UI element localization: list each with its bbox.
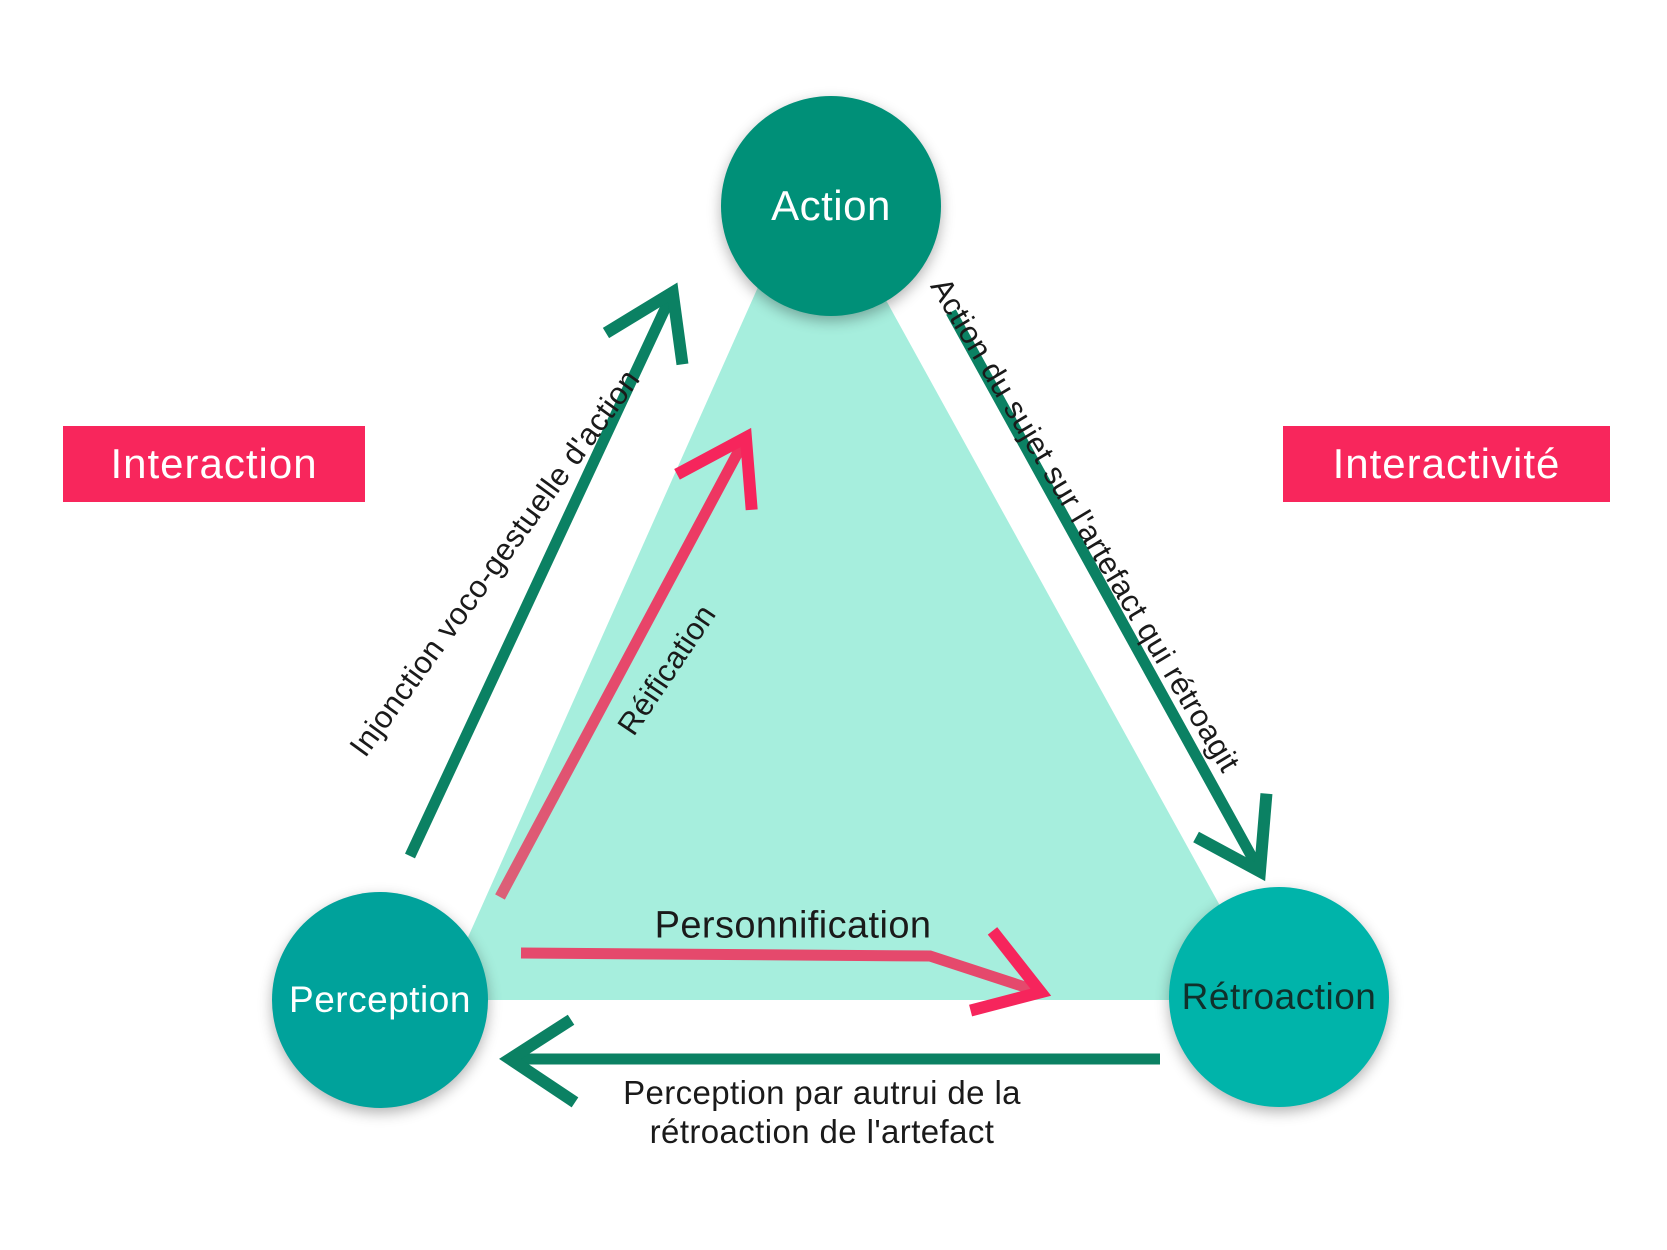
- side-label-interactivite: Interactivité: [1283, 426, 1610, 502]
- node-action-label: Action: [771, 182, 891, 229]
- node-action: Action: [721, 96, 941, 316]
- arrow-reification: [495, 427, 758, 900]
- edge-label-perception-autrui-line1: Perception par autrui de la: [623, 1074, 1021, 1111]
- node-perception: Perception: [272, 892, 488, 1108]
- node-retroaction-label: Rétroaction: [1181, 976, 1377, 1017]
- edge-label-perception-autrui: Perception par autrui de la rétroaction …: [623, 1073, 1021, 1151]
- side-label-interaction-text: Interaction: [110, 440, 318, 487]
- side-label-interaction: Interaction: [63, 426, 365, 502]
- arrow-action-sujet: [946, 309, 1273, 882]
- triangle-shape: [440, 166, 1272, 1000]
- node-perception-label: Perception: [289, 979, 471, 1020]
- edge-label-perception-autrui-line2: rétroaction de l'artefact: [649, 1113, 995, 1150]
- edge-label-personnification: Personnification: [654, 904, 932, 947]
- node-retroaction: Rétroaction: [1169, 887, 1389, 1107]
- arrow-personnification: [520, 927, 1052, 1017]
- side-label-interactivite-text: Interactivité: [1332, 440, 1561, 487]
- arrow-injonction: [405, 282, 689, 859]
